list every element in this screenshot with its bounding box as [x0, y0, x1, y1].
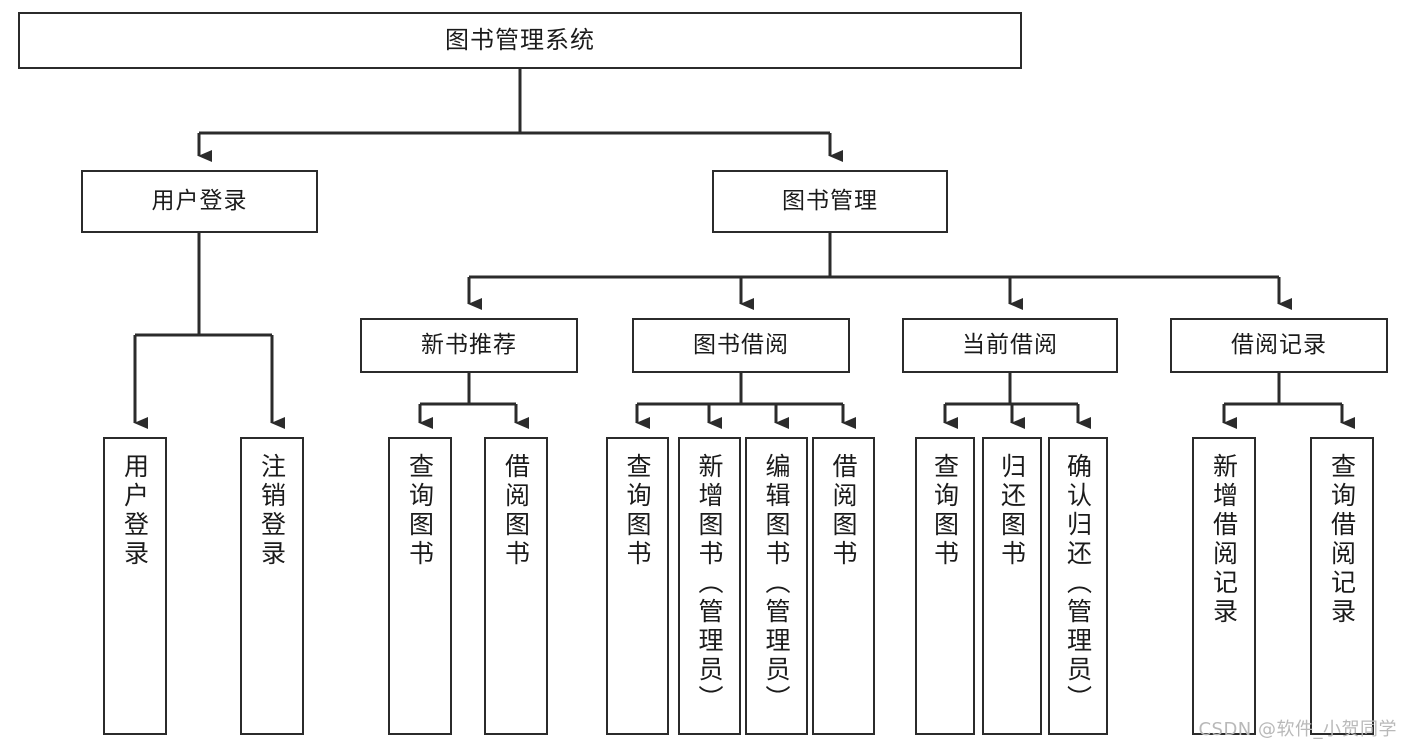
leaf-query-record-label: 查询借阅记录 — [1327, 453, 1357, 627]
leaf-borrow-book-2-label: 借阅图书 — [829, 453, 858, 569]
node-current-borrow-label: 当前借阅 — [962, 332, 1058, 359]
leaf-borrow-book-1-label: 借阅图书 — [501, 453, 531, 569]
node-borrow-record-label: 借阅记录 — [1231, 332, 1327, 359]
leaf-edit-book-label: 编辑图书（管理员） — [762, 453, 791, 714]
leaf-borrow-book-2[interactable]: 借阅图书 — [812, 437, 875, 735]
leaf-query-book-2[interactable]: 查询图书 — [606, 437, 669, 735]
leaf-return-book[interactable]: 归还图书 — [982, 437, 1042, 735]
leaf-query-book-1[interactable]: 查询图书 — [388, 437, 452, 735]
leaf-user-logout[interactable]: 注销登录 — [240, 437, 304, 735]
node-new-book-recommend-label: 新书推荐 — [421, 332, 517, 359]
node-book-borrow-label: 图书借阅 — [693, 332, 789, 359]
node-root-label: 图书管理系统 — [445, 25, 595, 54]
node-borrow-record[interactable]: 借阅记录 — [1170, 318, 1388, 373]
node-book-manage[interactable]: 图书管理 — [712, 170, 948, 233]
leaf-edit-book[interactable]: 编辑图书（管理员） — [745, 437, 808, 735]
leaf-borrow-book-1[interactable]: 借阅图书 — [484, 437, 548, 735]
leaf-add-record[interactable]: 新增借阅记录 — [1192, 437, 1256, 735]
leaf-confirm-return-label: 确认归还（管理员） — [1063, 453, 1093, 714]
leaf-query-record[interactable]: 查询借阅记录 — [1310, 437, 1374, 735]
node-root[interactable]: 图书管理系统 — [18, 12, 1022, 69]
node-new-book-recommend[interactable]: 新书推荐 — [360, 318, 578, 373]
leaf-add-book-label: 新增图书（管理员） — [695, 453, 724, 714]
leaf-add-record-label: 新增借阅记录 — [1209, 453, 1239, 627]
node-current-borrow[interactable]: 当前借阅 — [902, 318, 1118, 373]
leaf-confirm-return[interactable]: 确认归还（管理员） — [1048, 437, 1108, 735]
leaf-user-login[interactable]: 用户登录 — [103, 437, 167, 735]
node-user-login-label: 用户登录 — [151, 188, 248, 215]
leaf-query-book-1-label: 查询图书 — [405, 453, 435, 569]
node-user-login[interactable]: 用户登录 — [81, 170, 318, 233]
leaf-query-book-3-label: 查询图书 — [930, 453, 960, 569]
leaf-query-book-3[interactable]: 查询图书 — [915, 437, 975, 735]
leaf-user-login-label: 用户登录 — [120, 453, 150, 569]
leaf-return-book-label: 归还图书 — [997, 453, 1027, 569]
leaf-add-book[interactable]: 新增图书（管理员） — [678, 437, 741, 735]
node-book-borrow[interactable]: 图书借阅 — [632, 318, 850, 373]
leaf-query-book-2-label: 查询图书 — [623, 453, 652, 569]
leaf-user-logout-label: 注销登录 — [257, 453, 287, 569]
watermark: CSDN @软件_小贺同学 — [1198, 719, 1397, 740]
node-book-manage-label: 图书管理 — [782, 188, 878, 215]
